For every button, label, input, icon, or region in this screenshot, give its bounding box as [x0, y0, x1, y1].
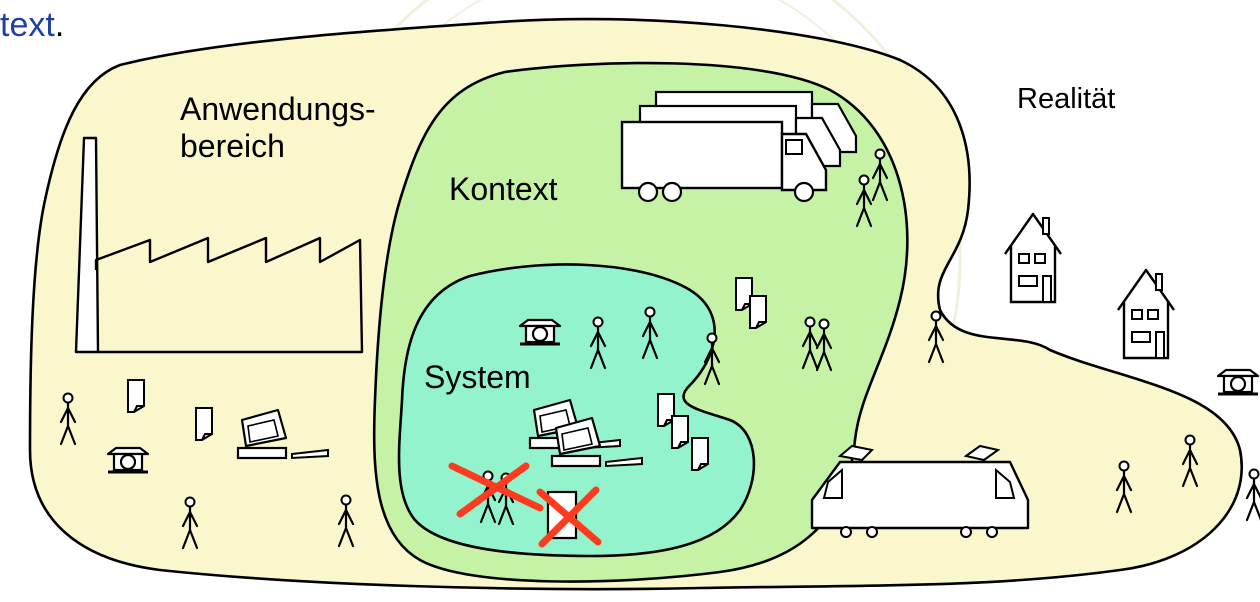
factory-icon — [74, 136, 364, 354]
telephone-icon — [518, 318, 562, 346]
reality-label: Realität — [1017, 83, 1115, 115]
train-icon — [810, 444, 1030, 538]
document-icon — [691, 437, 709, 471]
cross-mark-icon — [536, 486, 602, 548]
document-icon — [195, 407, 213, 441]
document-icon — [127, 379, 145, 413]
system-label: System — [424, 359, 531, 395]
cross-mark-icon — [448, 462, 544, 518]
truck-icon — [620, 90, 858, 203]
telephone-icon — [106, 446, 150, 474]
house-icon — [1116, 268, 1176, 360]
context-label: Kontext — [449, 171, 558, 207]
top-fragment-period: . — [55, 6, 64, 44]
top-fragment-word: text — [0, 6, 55, 44]
top-fragment-text: text. — [0, 6, 64, 44]
document-icon — [749, 295, 767, 329]
telephone-icon — [1216, 368, 1260, 396]
application-domain-label-line2: bereich — [180, 128, 285, 164]
application-domain-label-line1: Anwendungs- — [180, 91, 376, 127]
house-icon — [1003, 212, 1063, 304]
document-icon — [671, 415, 689, 449]
person-icon — [1245, 468, 1260, 522]
